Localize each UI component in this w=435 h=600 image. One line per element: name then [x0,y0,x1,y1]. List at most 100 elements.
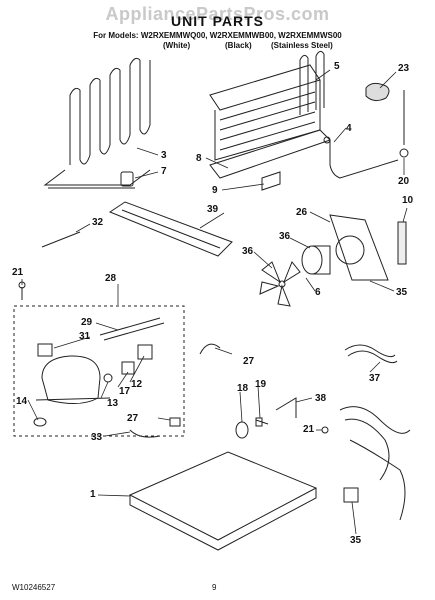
leader-17 [239,391,243,423]
callout-4: 4 [346,123,352,134]
callout-31: 31 [79,331,91,342]
callout-30: 32 [92,217,104,228]
callout-13: 13 [107,398,119,409]
relay-part-31 [37,343,53,357]
leader-1 [97,494,131,497]
compressor-assembly-box-part-28 [13,305,185,437]
leader-13 [100,381,109,399]
leader-14 [27,399,39,421]
callout-32: 33 [91,432,103,443]
condenser-coil-part-3 [43,57,151,189]
callout-9: 7 [161,166,167,177]
overload-part-12 [137,344,153,360]
leader-32 [104,431,131,437]
leader-10 [402,207,408,223]
fan-shroud-part-33 [329,214,389,281]
leader-9 [134,171,159,179]
fan-motor-part-34 [301,245,331,275]
leader-36 [253,251,273,269]
callout-8: 9 [212,185,218,196]
leader-22 [379,71,397,89]
wire-part-32 [129,429,161,438]
callout-14: 14 [16,396,28,407]
tube-part-29 [99,317,165,341]
callout-36: 36 [242,246,254,257]
callout-3: 3 [161,150,167,161]
leader-26 [214,347,233,355]
callout-7: 8 [196,153,202,164]
leader-6 [305,277,316,292]
variant-stainless: (Stainless Steel) [271,41,333,50]
leader-35 [351,501,357,535]
callout-38: 38 [315,393,327,404]
fan-blade-part-36 [259,261,301,307]
leader-7 [205,157,229,169]
callout-5: 5 [334,61,340,72]
callout-20: 21 [12,267,24,278]
watermark: AppliancePartsPros.com [105,4,330,24]
leader-34 [289,237,311,249]
callout-12: 12 [131,379,143,390]
bracket-part-8 [261,171,281,191]
leader-27 [157,417,171,421]
callout-34: 36 [279,231,291,242]
callout-27: 27 [127,413,139,424]
callout-17: 18 [237,383,249,394]
models-line: For Models: W2RXEMMWQ00, W2RXEMMWB00, W2… [93,31,342,40]
callout-26: 27 [243,356,255,367]
bolt-part-18 [255,417,269,427]
variant-black: (Black) [225,41,252,50]
hose-part-37 [344,344,398,364]
page-title: UNIT PARTS [171,13,264,29]
leader-18 [257,385,261,419]
leader-31 [53,336,91,349]
footer-page-number: 9 [212,583,217,592]
callout-39: 39 [207,204,219,215]
tube-part-26 [199,343,221,355]
probe-part-19 [399,90,409,158]
rod-part-38 [275,397,297,418]
leader-8 [221,183,265,191]
leader-30 [75,223,91,233]
footer-part-number: W10246527 [12,583,56,592]
leader-12 [129,355,145,383]
clip-part-13 [103,373,113,383]
variant-white: (White) [163,41,191,50]
callout-35: 35 [350,535,362,546]
cover-part-22 [365,82,390,102]
leader-4 [333,127,347,143]
callout-33: 35 [396,287,408,298]
leader-23 [309,211,331,223]
evaporator-part-5 [209,50,325,161]
leader-38 [295,397,313,403]
sensor-part-4 [323,136,399,179]
callout-22: 23 [398,63,410,74]
base-plate-part-1 [128,451,318,551]
callout-6: 6 [315,287,321,298]
drier-part-9 [120,171,134,187]
protector-part-15 [121,361,135,375]
wire-part-27 [169,417,181,427]
tray-part-39 [108,201,233,257]
leader-3 [136,147,159,156]
leader-5 [315,69,331,81]
callout-29: 29 [81,317,93,328]
cap-part-17 [235,421,249,439]
callout-1: 1 [90,489,96,500]
leader-37 [369,361,381,373]
callout-21: 21 [303,424,315,435]
leader-29 [95,322,119,331]
screw-part-21 [321,426,329,434]
callout-10: 10 [402,195,414,206]
leader-15 [117,371,129,388]
callout-19: 20 [398,176,410,187]
capillary-part-30 [41,231,81,248]
grommet-part-14 [33,417,47,427]
leader-33 [369,280,395,292]
leader-39 [199,212,225,229]
callout-37: 37 [369,373,381,384]
compressor-body [35,355,111,404]
strip-part-10 [397,221,407,265]
